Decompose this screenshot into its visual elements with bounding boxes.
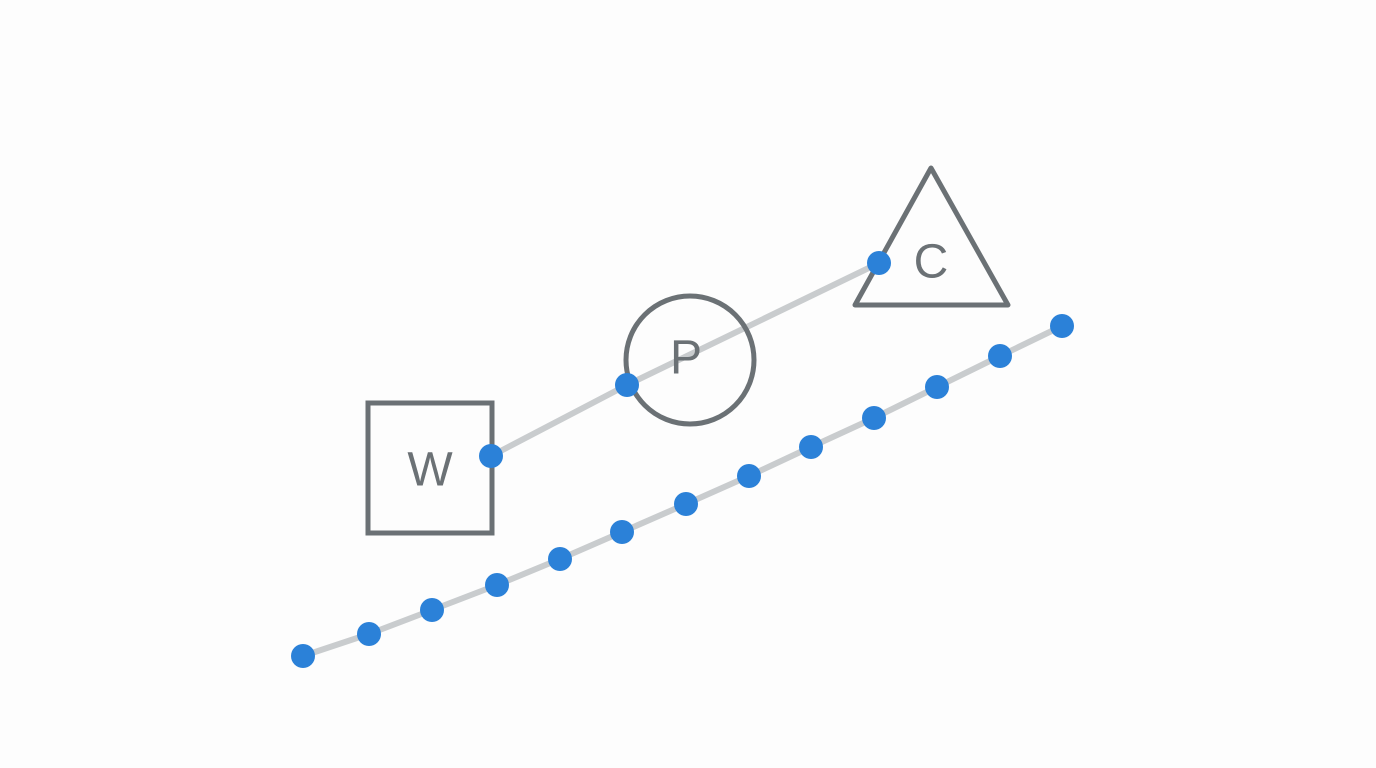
node-marker[interactable] [799,435,823,459]
node-trail-group [291,314,1074,668]
node-marker[interactable] [674,492,698,516]
node-marker[interactable] [988,344,1012,368]
node-marker[interactable] [291,644,315,668]
node-marker[interactable] [479,444,503,468]
node-marker[interactable] [610,520,634,544]
square-outline [365,400,495,536]
node-marker[interactable] [737,464,761,488]
square-label: W [407,444,453,497]
node-marker[interactable] [420,598,444,622]
node-marker[interactable] [357,622,381,646]
node-trail-markers [291,314,1074,668]
node-marker[interactable] [862,406,886,430]
node-marker[interactable] [485,573,509,597]
triangle-label: C [914,236,949,289]
node-marker[interactable] [1050,314,1074,338]
circle-label: P [670,332,702,385]
shape-square-w[interactable]: W [365,400,495,536]
node-marker[interactable] [548,547,572,571]
shape-connector-markers [479,251,891,468]
shape-circle-p[interactable]: P [623,293,757,427]
shape-triangle-c[interactable]: C [852,165,1011,308]
node-marker[interactable] [615,373,639,397]
node-marker[interactable] [867,251,891,275]
circle-outline [623,293,757,427]
node-marker[interactable] [925,375,949,399]
triangle-outline [852,165,1011,308]
shapes-group: W P C [365,165,1011,536]
